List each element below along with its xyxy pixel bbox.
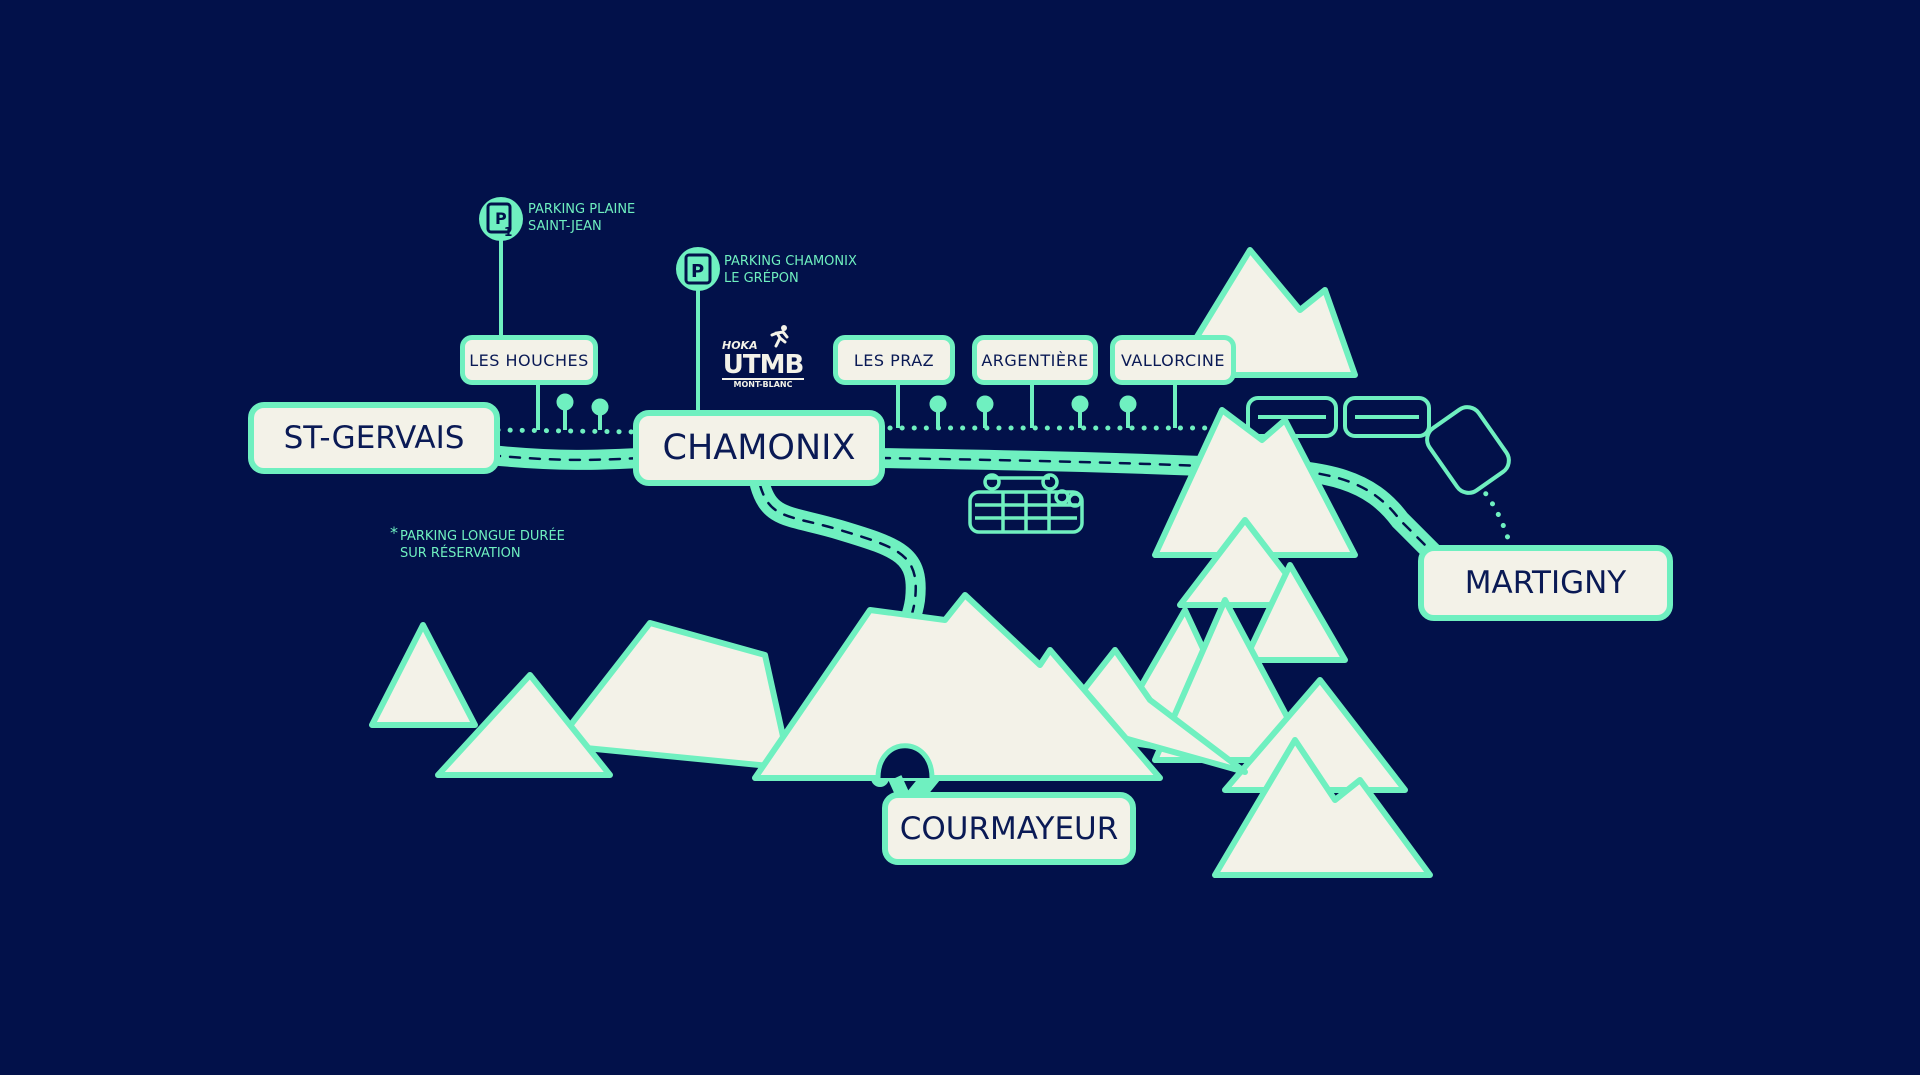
- mountain-icon: [435, 672, 613, 778]
- train-icon: [1246, 396, 1511, 495]
- town-st-gervais[interactable]: ST-GERVAIS: [248, 402, 500, 474]
- town-label: CHAMONIX: [662, 428, 856, 468]
- note-star: *: [390, 523, 398, 542]
- mountain-icon: [369, 622, 478, 728]
- bus-stop-icon: [1119, 395, 1137, 428]
- stop-vallorcine[interactable]: VALLORCINE: [1110, 335, 1236, 385]
- mountain-icon: [1177, 517, 1313, 608]
- bus-stop-icon: [976, 395, 994, 428]
- town-label: ST-GERVAIS: [283, 420, 465, 456]
- parking-chamonix-le-grepon-label: PARKING CHAMONIX LE GRÉPON: [724, 253, 857, 287]
- parking-plaine-saint-jean: P 1: [479, 197, 523, 340]
- parking-number: 1: [504, 225, 512, 239]
- bus-stops: [536, 384, 1177, 430]
- mountain-icon: [752, 592, 1163, 781]
- bus-stop-icon: [929, 395, 947, 428]
- parking-plaine-saint-jean-label: PARKING PLAINE SAINT-JEAN: [528, 201, 635, 235]
- parking-line1: PARKING PLAINE: [528, 202, 636, 217]
- bus-stop-icon: [591, 398, 609, 430]
- logo-brand: HOKA: [722, 339, 758, 352]
- parking-line2: LE GRÉPON: [724, 271, 799, 286]
- stop-label: ARGENTIÈRE: [981, 350, 1089, 370]
- long-term-parking-note: * PARKING LONGUE DURÉE SUR RÉSERVATION: [390, 524, 565, 562]
- parking-icon: [479, 197, 523, 241]
- stop-label: LES PRAZ: [853, 350, 935, 370]
- town-chamonix[interactable]: CHAMONIX: [633, 410, 885, 486]
- parking-letter: P: [691, 261, 704, 282]
- town-courmayeur[interactable]: COURMAYEUR: [882, 792, 1136, 865]
- stop-label: LES HOUCHES: [469, 350, 589, 370]
- note-line2: SUR RÉSERVATION: [400, 546, 521, 561]
- note-line1: PARKING LONGUE DURÉE: [400, 529, 565, 544]
- town-label: COURMAYEUR: [899, 810, 1119, 847]
- stop-les-houches[interactable]: LES HOUCHES: [460, 335, 598, 385]
- parking-letter: P: [495, 209, 507, 228]
- stop-label: VALLORCINE: [1120, 350, 1225, 370]
- town-label: MARTIGNY: [1464, 565, 1627, 601]
- stop-les-praz[interactable]: LES PRAZ: [833, 335, 955, 385]
- cable-car-icon: [968, 473, 1084, 534]
- bus-stop-icon: [1071, 395, 1089, 428]
- stop-argentiere[interactable]: ARGENTIÈRE: [972, 335, 1098, 385]
- bus-stop-icon: [556, 393, 574, 430]
- mountain-icon: [1242, 562, 1348, 663]
- mountain-icon: [1152, 407, 1358, 558]
- logo-name: UTMB: [722, 350, 805, 380]
- mountain-icon: [1212, 737, 1433, 878]
- logo-sub: MONT-BLANC: [722, 378, 804, 390]
- utmb-logo: HOKA UTMB MONT-BLANC: [722, 325, 805, 390]
- parking-line1: PARKING CHAMONIX: [724, 254, 857, 269]
- parking-chamonix-le-grepon: P: [676, 247, 720, 412]
- parking-line2: SAINT-JEAN: [528, 219, 602, 234]
- runner-icon: [768, 324, 790, 348]
- town-martigny[interactable]: MARTIGNY: [1418, 545, 1673, 621]
